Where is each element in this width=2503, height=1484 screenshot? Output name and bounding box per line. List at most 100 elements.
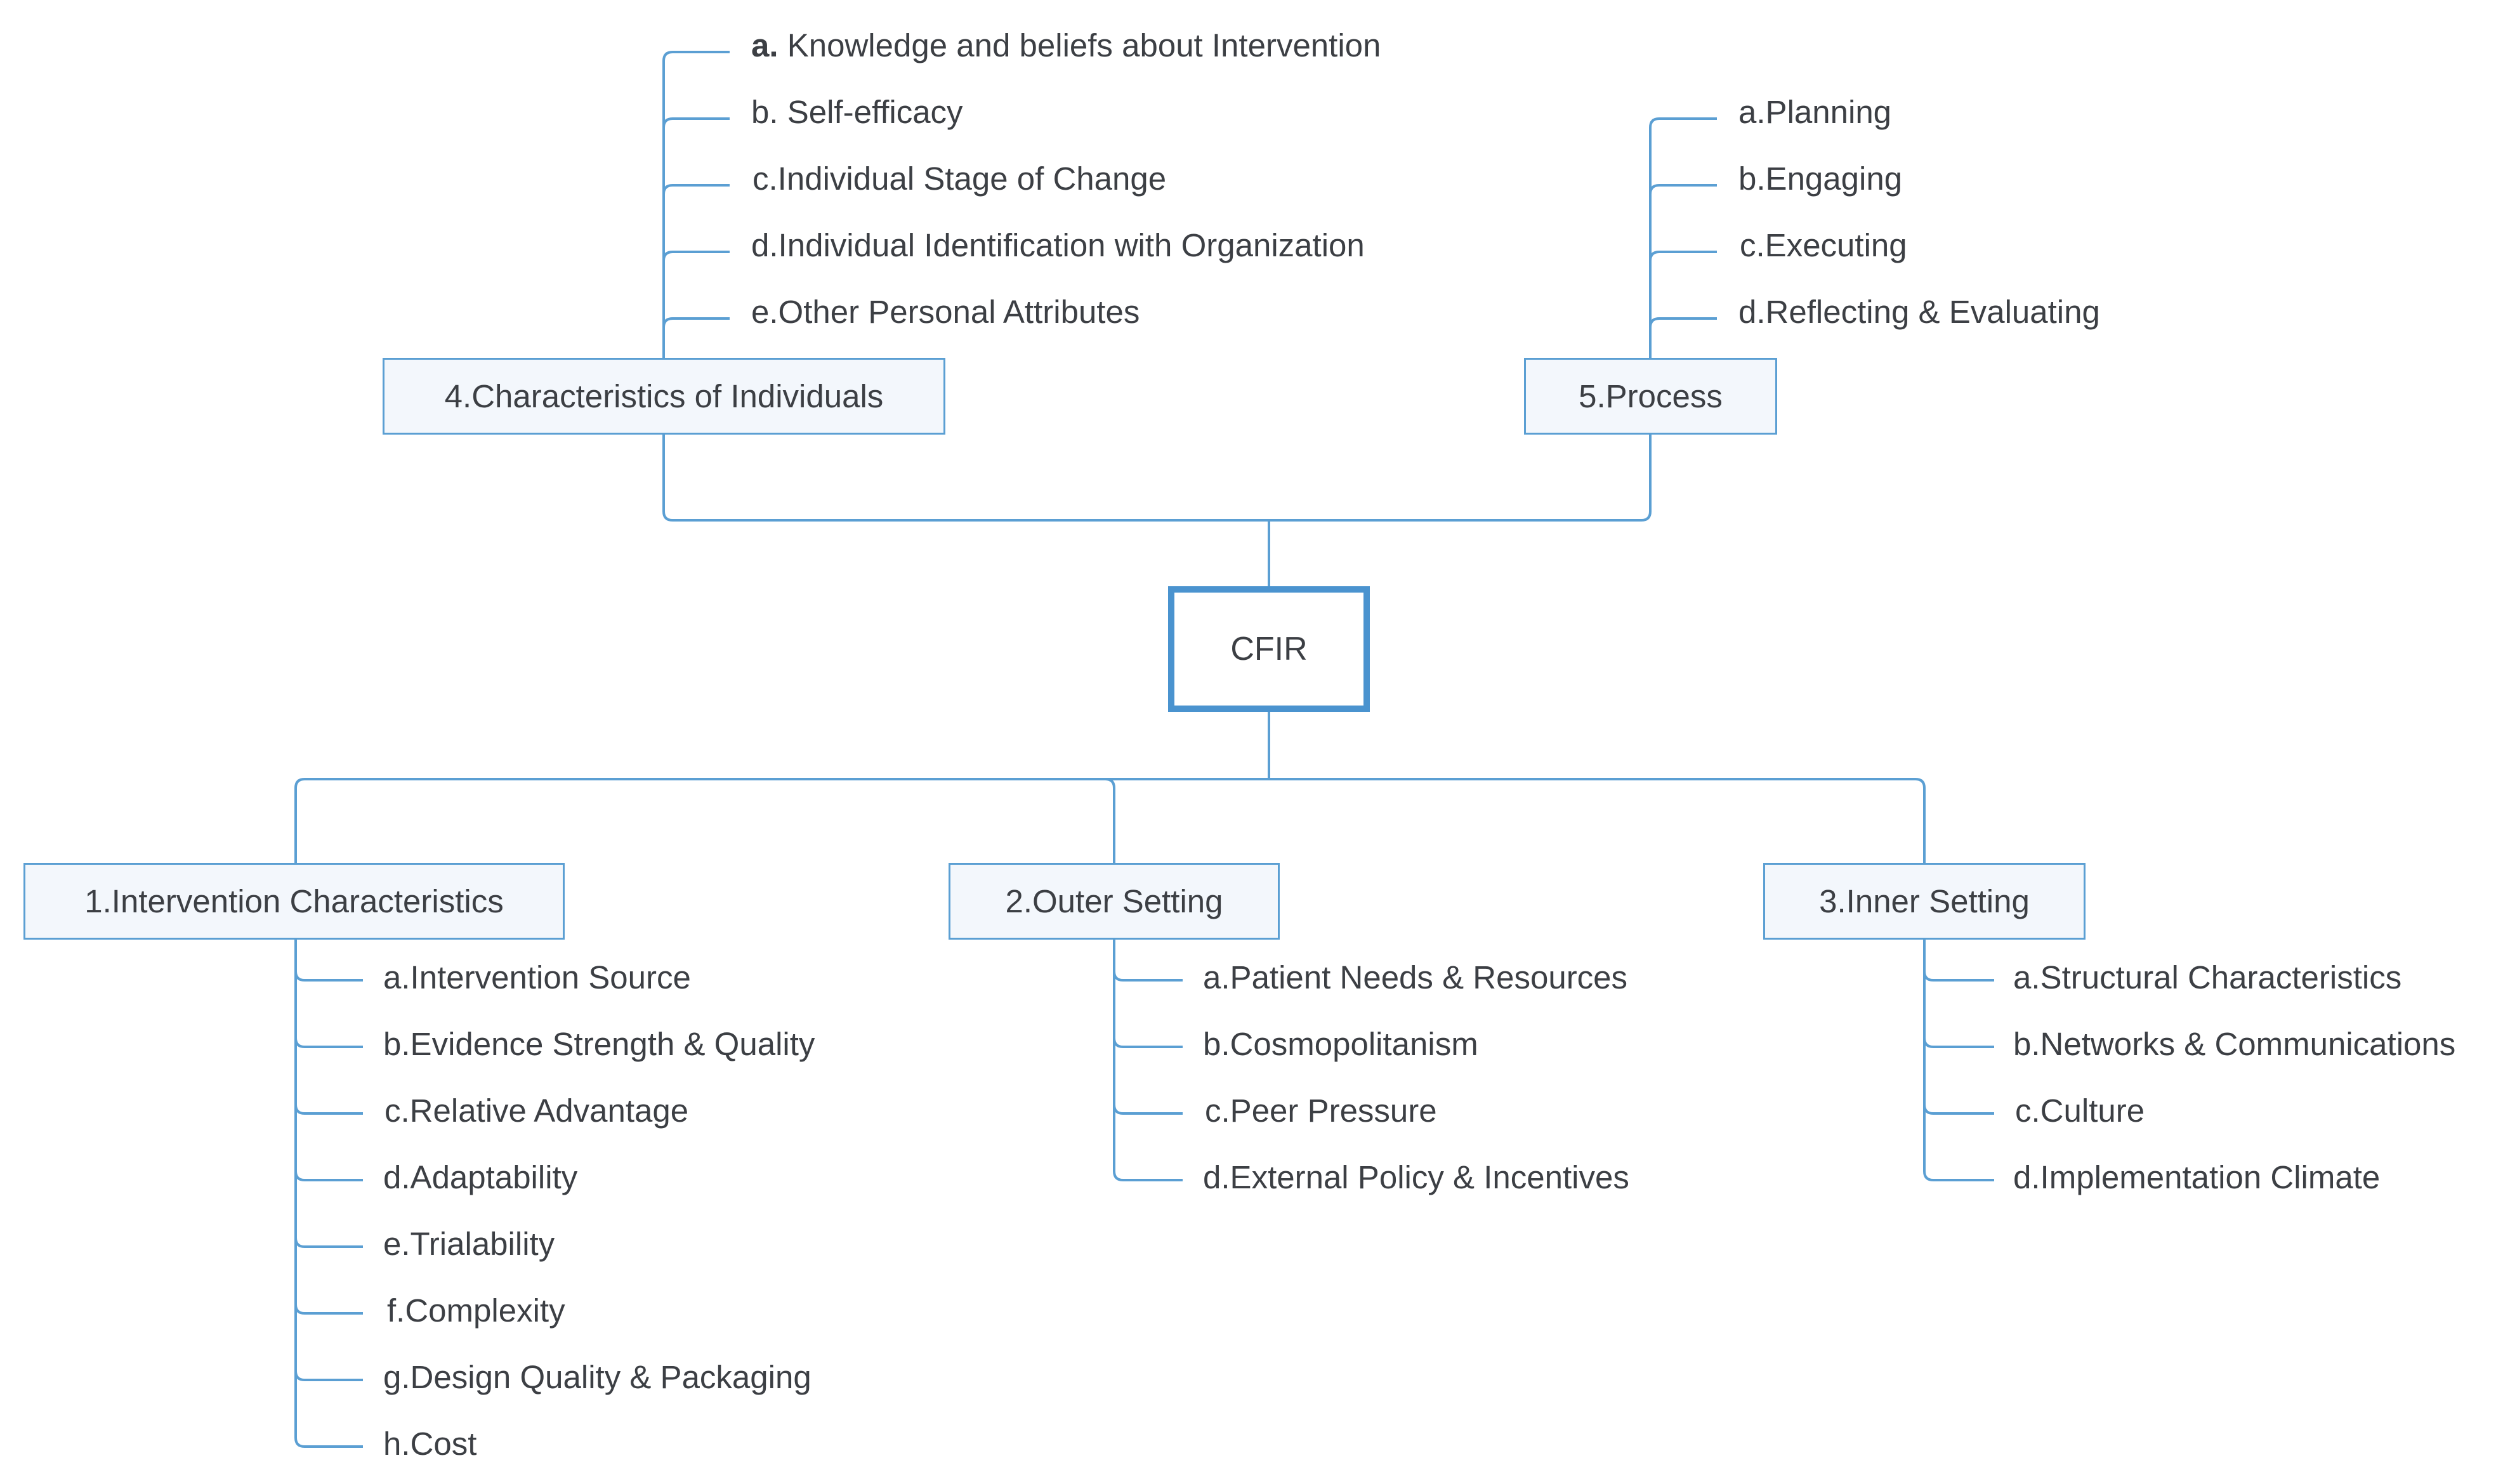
- inner-setting-item-c: c.Culture: [2015, 1091, 2145, 1131]
- item-letter: d.: [1203, 1159, 1230, 1195]
- item-text: Individual Identification with Organizat…: [778, 227, 1365, 263]
- individuals-item-b: b. Self-efficacy: [751, 92, 963, 133]
- item-letter: a.: [751, 27, 778, 63]
- item-text: Knowledge and beliefs about Intervention: [778, 27, 1381, 63]
- outer-setting-item-b: b.Cosmopolitanism: [1203, 1024, 1478, 1065]
- intervention-item-c: c.Relative Advantage: [384, 1091, 688, 1131]
- item-text: Peer Pressure: [1230, 1093, 1437, 1129]
- item-letter: d.: [2013, 1159, 2040, 1195]
- item-letter: d.: [383, 1159, 411, 1195]
- connector-inner-tick-2: [1923, 1104, 1994, 1115]
- individuals-item-c: c.Individual Stage of Change: [752, 159, 1166, 199]
- connector-bottom-bar: [294, 778, 1926, 863]
- connector-bottom-bar-middle: [1105, 778, 1115, 863]
- cfir-center-node[interactable]: CFIR: [1168, 586, 1370, 712]
- item-text: Culture: [2040, 1093, 2145, 1129]
- item-letter: c.: [384, 1093, 410, 1129]
- outer-setting-item-c: c.Peer Pressure: [1205, 1091, 1437, 1131]
- intervention-node[interactable]: 1.Intervention Characteristics: [23, 863, 565, 940]
- intervention-label: 1.Intervention Characteristics: [84, 883, 504, 919]
- item-text: External Policy & Incentives: [1230, 1159, 1629, 1195]
- item-text: Adaptability: [410, 1159, 578, 1195]
- connector-inner-tick-1: [1923, 1037, 1994, 1048]
- item-letter: d.: [751, 227, 778, 263]
- individuals-item-a: a. Knowledge and beliefs about Intervent…: [751, 25, 1381, 66]
- inner-setting-item-a: a.Structural Characteristics: [2013, 957, 2401, 998]
- item-text: Evidence Strength & Quality: [410, 1026, 815, 1062]
- item-letter: a.: [383, 959, 411, 995]
- connector-outer-tick-1: [1113, 1037, 1183, 1048]
- item-text: Individual Stage of Change: [777, 161, 1167, 197]
- item-letter: e.: [751, 294, 778, 330]
- outer-setting-item-a: a.Patient Needs & Resources: [1203, 957, 1627, 998]
- inner-setting-item-d: d.Implementation Climate: [2013, 1157, 2380, 1198]
- item-letter: f.: [387, 1292, 405, 1329]
- connector-intervention-tick-6: [294, 1370, 363, 1381]
- intervention-item-e: e.Trialability: [383, 1224, 555, 1264]
- item-letter: a.: [1738, 94, 1766, 130]
- connector-outer-tick-3: [1113, 1171, 1183, 1181]
- intervention-item-b: b.Evidence Strength & Quality: [383, 1024, 815, 1065]
- item-letter: c.: [2015, 1093, 2040, 1129]
- process-node[interactable]: 5.Process: [1524, 358, 1777, 435]
- intervention-item-d: d.Adaptability: [383, 1157, 577, 1198]
- connector-intervention-tick-0: [294, 971, 363, 982]
- item-text: Implementation Climate: [2040, 1159, 2381, 1195]
- process-item-b: b.Engaging: [1738, 159, 1902, 199]
- item-text: Complexity: [405, 1292, 565, 1329]
- item-text: Patient Needs & Resources: [1230, 959, 1628, 995]
- process-item-c: c.Executing: [1740, 225, 1907, 266]
- connector-individuals-tick-4: [662, 317, 730, 328]
- item-letter: b.: [2013, 1026, 2040, 1062]
- item-letter: b.: [1203, 1026, 1230, 1062]
- item-text: Other Personal Attributes: [778, 294, 1140, 330]
- item-letter: b.: [751, 94, 778, 130]
- item-letter: b.: [383, 1026, 411, 1062]
- item-text: Planning: [1765, 94, 1892, 130]
- intervention-item-f: f.Complexity: [387, 1290, 565, 1331]
- inner-setting-item-b: b.Networks & Communications: [2013, 1024, 2455, 1065]
- connector-process-tick-0: [1649, 117, 1717, 128]
- connector-intervention-tick-2: [294, 1104, 363, 1115]
- outer-setting-label: 2.Outer Setting: [1005, 883, 1223, 919]
- individuals-label: 4.Characteristics of Individuals: [444, 378, 884, 414]
- item-text: Cosmopolitanism: [1230, 1026, 1478, 1062]
- process-item-a: a.Planning: [1738, 92, 1891, 133]
- connector-intervention-tick-7: [294, 1437, 363, 1448]
- individuals-node[interactable]: 4.Characteristics of Individuals: [383, 358, 945, 435]
- item-letter: a.: [1203, 959, 1230, 995]
- outer-setting-node[interactable]: 2.Outer Setting: [949, 863, 1280, 940]
- connector-intervention-tick-3: [294, 1171, 363, 1181]
- item-letter: c.: [752, 161, 778, 197]
- connector-intervention-tick-5: [294, 1304, 363, 1315]
- item-text: Design Quality & Packaging: [410, 1359, 811, 1395]
- connector-process-tick-1: [1649, 184, 1717, 195]
- item-text: Networks & Communications: [2040, 1026, 2456, 1062]
- item-text: Relative Advantage: [409, 1093, 689, 1129]
- process-item-d: d.Reflecting & Evaluating: [1738, 292, 2100, 332]
- connector-outer-tick-2: [1113, 1104, 1183, 1115]
- individuals-item-e: e.Other Personal Attributes: [751, 292, 1140, 332]
- connector-individuals-tick-0: [662, 51, 730, 62]
- item-text: Reflecting & Evaluating: [1765, 294, 2100, 330]
- connector-intervention-tick-1: [294, 1037, 363, 1048]
- item-text: Trialability: [410, 1226, 555, 1262]
- item-letter: g.: [383, 1359, 411, 1395]
- connector-individuals-tick-1: [662, 117, 730, 128]
- item-letter: a.: [2013, 959, 2040, 995]
- inner-setting-node[interactable]: 3.Inner Setting: [1763, 863, 2086, 940]
- connector-individuals-tick-2: [662, 184, 730, 195]
- item-text: Self-efficacy: [778, 94, 963, 130]
- connector-inner-tick-0: [1923, 971, 1994, 982]
- connector-intervention-tick-4: [294, 1237, 363, 1248]
- intervention-item-h: h.Cost: [383, 1424, 476, 1464]
- cfir-center-label: CFIR: [1230, 631, 1308, 667]
- item-letter: b.: [1738, 161, 1766, 197]
- individuals-item-d: d.Individual Identification with Organiz…: [751, 225, 1365, 266]
- item-text: Engaging: [1765, 161, 1903, 197]
- connector-outer-tick-0: [1113, 971, 1183, 982]
- item-letter: c.: [1740, 227, 1765, 263]
- item-text: Cost: [410, 1426, 477, 1462]
